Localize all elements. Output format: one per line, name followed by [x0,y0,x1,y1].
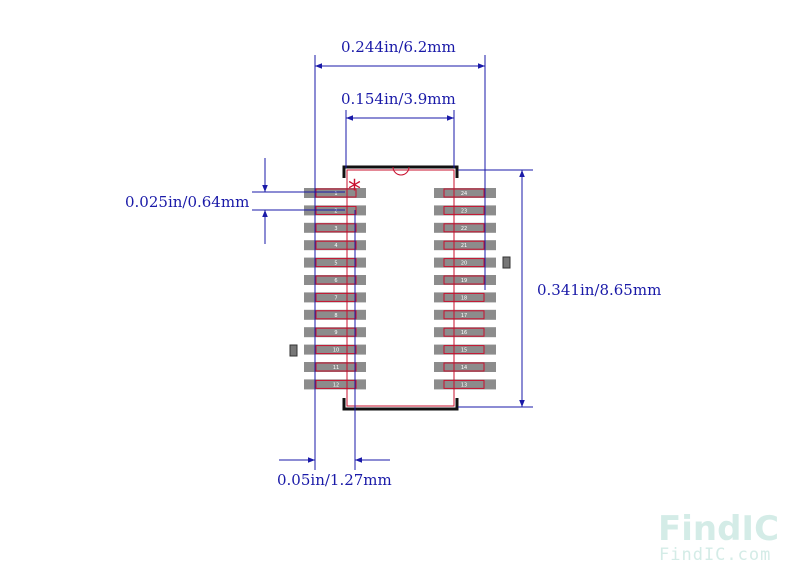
left-pad-9: 9 [304,327,366,338]
right-pad-20: 20 [434,257,496,268]
right-pad-22: 22 [434,222,496,233]
right-pad-23: 23 [434,205,496,216]
right-pad-13: 13 [434,379,496,390]
pin-number: 6 [334,278,337,284]
pitch-label: 0.05in/1.27mm [277,471,392,489]
left-pad-8: 8 [304,309,366,320]
pin-number: 22 [461,226,467,232]
pin-number: 16 [461,330,467,336]
left-pad-10: 10 [304,344,366,355]
right-pad-16: 16 [434,327,496,338]
left-pad-4: 4 [304,240,366,251]
pin-number: 14 [461,365,467,371]
right-pad-18: 18 [434,292,496,303]
pin-number: 19 [461,278,467,284]
findic-logo: FindIC FindIC.com [658,509,779,565]
right-indicator [502,256,511,269]
height-label: 0.341in/8.65mm [537,281,661,299]
pin-number: 4 [334,243,337,249]
pin-number: 18 [461,295,467,301]
pin-number: 10 [333,348,339,354]
pin-number: 5 [334,261,337,267]
right-pad-row: 24 23 22 21 20 19 18 17 16 15 14 13 [434,188,496,390]
pin-number: 8 [334,313,337,319]
overall-width-dimension [314,55,486,470]
pin-number: 1 [334,191,337,197]
pin-number: 13 [461,382,467,388]
left-pad-12: 12 [304,379,366,390]
pitch-dimension [279,210,390,470]
pin-number: 2 [334,208,337,214]
left-pad-1: 1 [304,188,366,198]
left-pad-6: 6 [304,275,366,285]
left-pad-5: 5 [304,257,366,268]
pin-number: 3 [334,226,337,232]
pin-number: 20 [461,261,467,267]
pin-number: 17 [461,313,467,319]
findic-logo-text: FindIC [658,509,779,549]
height-dimension [458,169,533,408]
pin-number: 11 [333,365,339,371]
right-pad-24: 24 [434,188,496,198]
left-pad-7: 7 [304,292,366,303]
right-pad-15: 15 [434,344,496,355]
pin-number: 15 [461,348,467,354]
body-width-label: 0.154in/3.9mm [341,90,456,108]
findic-url-text: FindIC.com [659,545,771,565]
package-body [342,165,459,411]
pad-width-dimension [252,158,345,244]
pin-number: 12 [333,382,339,388]
left-indicator [289,344,298,357]
pin-number: 21 [461,243,467,249]
pad-width-label: 0.025in/0.64mm [125,193,249,211]
overall-width-label: 0.244in/6.2mm [341,38,456,56]
right-pad-19: 19 [434,275,496,285]
left-pad-3: 3 [304,222,366,233]
right-pad-21: 21 [434,240,496,251]
right-pad-17: 17 [434,309,496,320]
pin-number: 9 [334,330,337,336]
body-width-dimension [345,110,455,168]
pin-number: 23 [461,208,467,214]
pin1-marker: * [348,175,361,205]
pin-number: 7 [334,295,337,301]
left-pad-11: 11 [304,362,366,372]
right-pad-14: 14 [434,362,496,372]
pin-number: 24 [461,191,467,197]
